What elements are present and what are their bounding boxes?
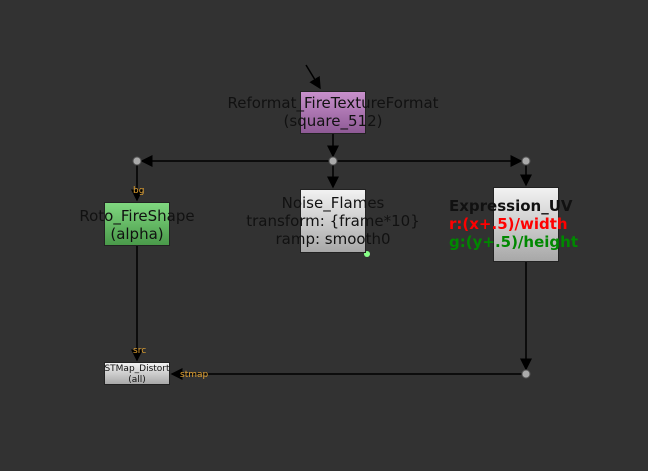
stmap-node[interactable] [104,362,170,385]
reformat-name: Reformat_FireTextureFormat [227,94,439,112]
noise-transform: transform: {frame*10} [246,212,420,230]
stmap-src-input-label: src [133,346,147,356]
expression-name: Expression_UV [449,197,573,215]
dot-nodes[interactable] [132,156,531,379]
reformat-format: (square_512) [283,112,383,130]
roto-name: Roto_FireShape [79,207,195,225]
expression-r: r:(x+.5)/width [449,215,568,233]
input-arrow [305,64,321,90]
noise-node[interactable] [300,189,366,253]
roto-output: (alpha) [110,225,164,243]
expression-node[interactable] [493,187,559,262]
stmap-channels: (all) [128,375,146,385]
reformat-node[interactable] [300,91,366,134]
expression-g: g:(y+.5)/height [449,233,578,251]
noise-name: Noise_Flames [281,194,385,212]
roto-node[interactable] [104,202,170,246]
noise-ramp: ramp: smooth0 [275,230,391,248]
stmap-stmap-input-label: stmap [180,370,209,380]
stmap-name: STMap_Distort [104,364,170,374]
roto-bg-input-label: bg [133,186,145,196]
